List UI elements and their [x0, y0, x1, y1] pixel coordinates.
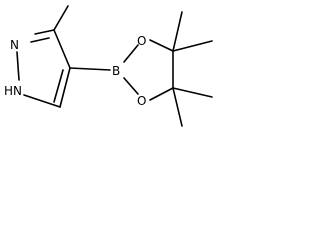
atom-n: N — [10, 38, 19, 52]
bond-c4-c5 — [59, 67, 71, 108]
bond-c4-c5-double — [53, 69, 64, 103]
bond-c4-b — [69, 67, 111, 71]
bond-c-top-methyl-right — [172, 40, 213, 52]
bond-c-bottom-methyl-down — [172, 87, 183, 127]
bond-c3-methyl — [53, 5, 69, 31]
bond-c-bottom-methyl-right — [172, 87, 213, 98]
atom-o-bottom: O — [137, 94, 146, 108]
atom-hn: HN — [4, 84, 22, 98]
atom-b: B — [112, 64, 120, 78]
bond-c-top-methyl-up — [172, 11, 183, 52]
bond-b-o-top — [123, 44, 139, 63]
bond-n1-c3 — [34, 29, 55, 35]
bond-o-bottom-c — [149, 87, 174, 101]
bond-n2-n1 — [16, 51, 20, 81]
bond-c5-n2 — [23, 94, 61, 108]
bond-c3-c4 — [53, 29, 71, 69]
bond-b-o-bottom — [123, 77, 139, 95]
bond-o-top-c — [149, 39, 174, 52]
atom-o-top: O — [137, 34, 146, 48]
bond-n1-c3-double — [30, 37, 50, 43]
chemical-structure: N HN B O O — [4, 5, 213, 127]
